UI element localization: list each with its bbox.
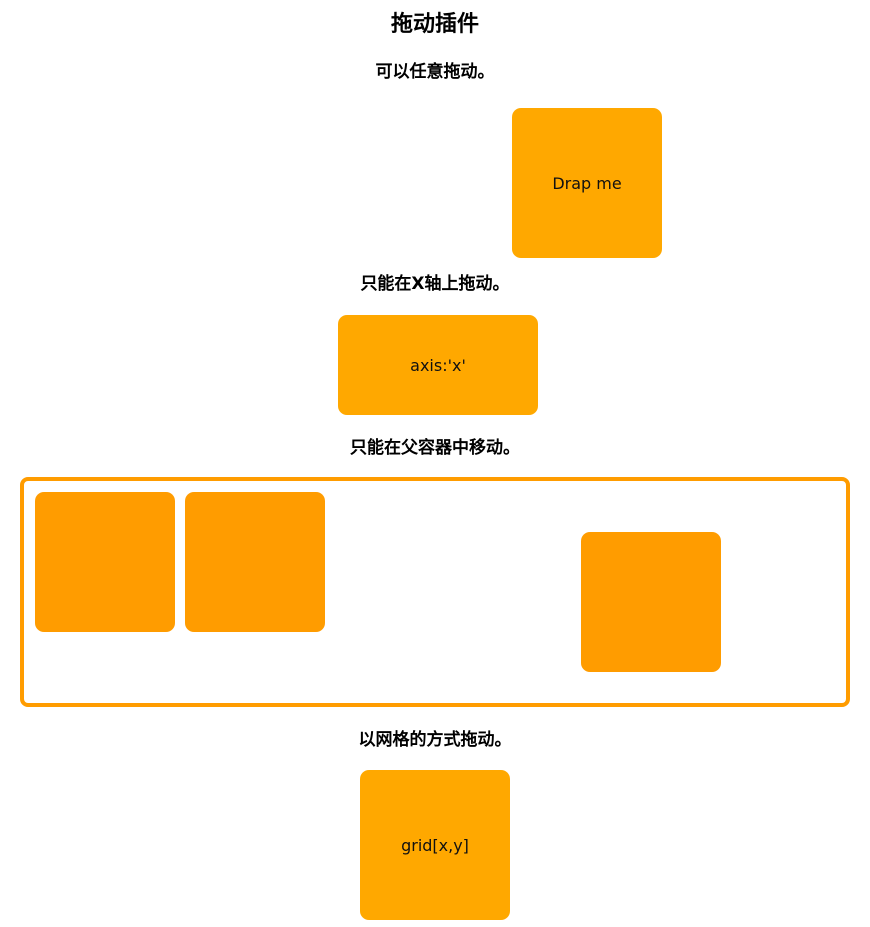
- contained-box-3[interactable]: [581, 532, 721, 672]
- containment-caption: 只能在父容器中移动。: [350, 438, 520, 458]
- draggable-box-grid-label: grid[x,y]: [401, 835, 469, 855]
- draggable-box-axis-x[interactable]: axis:'x': [338, 315, 538, 415]
- draggable-box-free-label: Drap me: [552, 173, 622, 193]
- grid-caption: 以网格的方式拖动。: [358, 730, 512, 750]
- free-drag-caption: 可以任意拖动。: [375, 62, 495, 82]
- contained-box-2[interactable]: [185, 492, 325, 632]
- axis-x-caption: 只能在X轴上拖动。: [360, 274, 510, 294]
- page-title: 拖动插件: [390, 12, 479, 37]
- draggable-box-axis-x-label: axis:'x': [410, 355, 466, 375]
- draggable-box-free[interactable]: Drap me: [512, 108, 662, 258]
- draggable-box-grid[interactable]: grid[x,y]: [360, 770, 510, 920]
- contained-box-1[interactable]: [35, 492, 175, 632]
